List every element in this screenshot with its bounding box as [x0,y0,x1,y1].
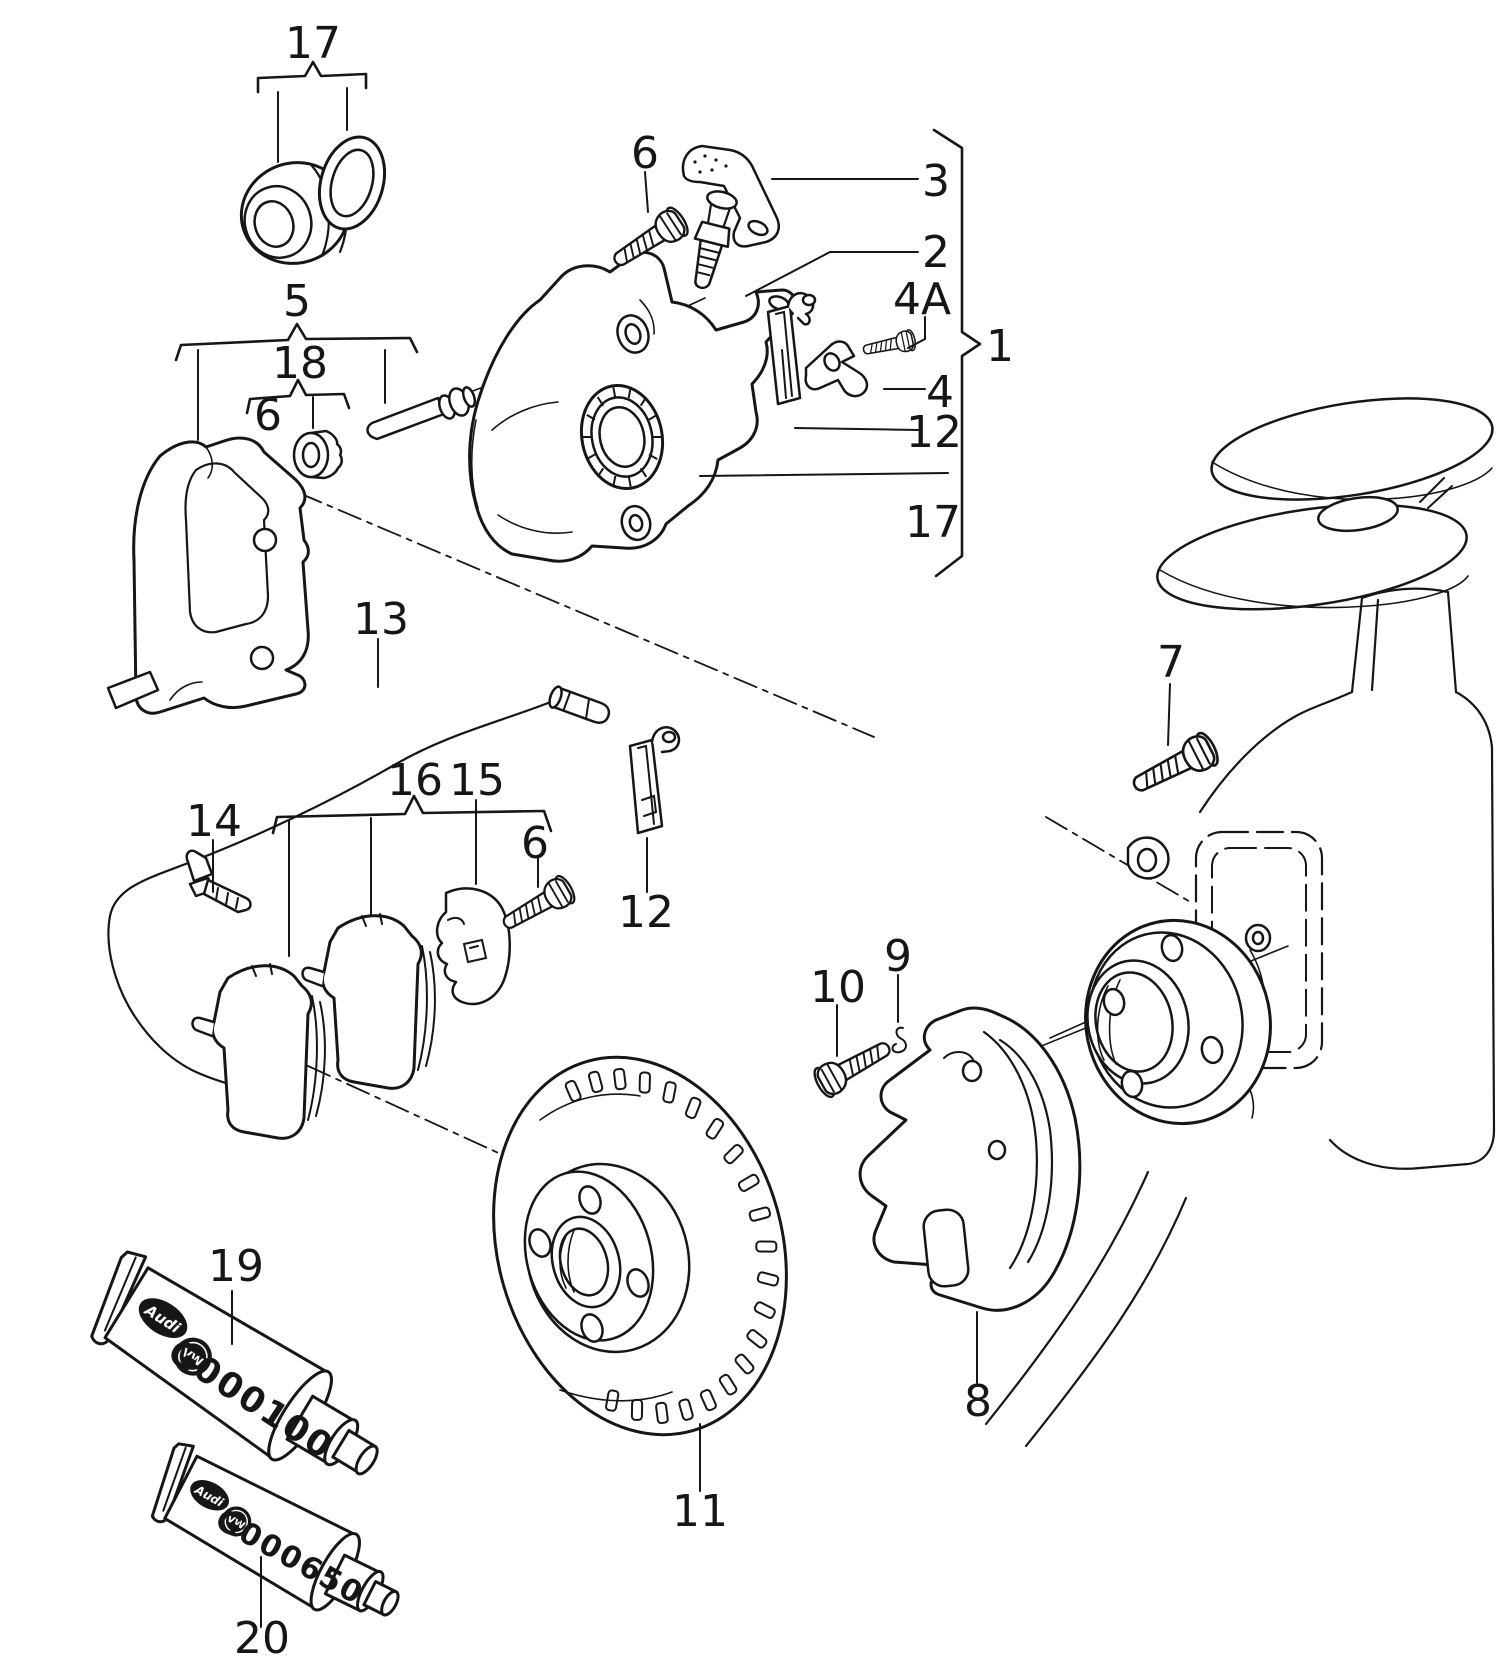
locating-pin [185,849,252,914]
grease-tube-lower: Audi VW G000650 [150,1442,400,1617]
brake-pad-outer [191,963,326,1140]
callout-17-right: 17 [905,497,961,548]
callout-20: 20 [234,1613,290,1657]
wear-sensor-wire [107,685,611,1103]
wheel-hub [1084,918,1272,1126]
callout-13: 13 [353,594,409,645]
callout-5: 5 [283,276,311,327]
callout-2: 2 [922,227,950,278]
leader-lines [212,171,1171,1628]
vent-slots [564,1067,780,1425]
bleeder-valve [693,190,738,290]
callout-12-mid: 12 [618,887,674,938]
callout-16: 16 [387,755,443,806]
guide-bush [292,429,343,480]
callout-17-top: 17 [285,18,341,69]
caliper-carrier [106,436,310,715]
callout-6-bush: 6 [254,390,282,441]
piston-bore-hatch [583,387,661,487]
spring-clip [891,1026,907,1054]
piston-seal [239,159,351,265]
pad-retaining-clip-right [766,292,817,406]
brake-pad-inner [301,913,436,1090]
callout-6-low: 6 [521,818,549,869]
guide-pin [366,386,477,441]
callout-19: 19 [208,1241,264,1292]
o-ring [318,135,386,231]
callout-14: 14 [186,796,242,847]
callout-4: 4 [926,367,954,418]
audi-oval-logo [138,1298,188,1339]
callout-3: 3 [922,156,950,207]
shim-plate [435,887,512,1006]
callout-11: 11 [672,1486,728,1537]
callout-7: 7 [1157,637,1185,688]
callout-1: 1 [986,321,1014,372]
callout-18: 18 [272,338,328,389]
brake-caliper [468,251,798,563]
callout-12-right: 12 [906,407,962,458]
pad-retaining-clip-mid [628,726,681,835]
callout-9: 9 [884,931,912,982]
splash-shield [858,1006,1082,1312]
retainer-spring [804,340,869,398]
callout-4a: 4A [893,274,951,325]
bolt-4a [860,328,918,362]
callout-8: 8 [964,1376,992,1427]
grease-tube-upper: Audi VW G000100 [90,1250,379,1476]
steering-knuckle-assembly [984,397,1496,1448]
callout-15: 15 [449,755,505,806]
callout-10: 10 [810,962,866,1013]
callout-brackets [174,60,982,957]
callout-labels: 17 5 18 6 6 3 2 4A 1 4 12 17 13 16 15 14… [186,18,1185,1657]
brake-disc [492,1055,788,1437]
callout-6-top: 6 [631,128,659,179]
audi-oval-logo [190,1479,230,1511]
knuckle-bolt [1125,728,1224,804]
bracket-stipple [693,154,728,174]
